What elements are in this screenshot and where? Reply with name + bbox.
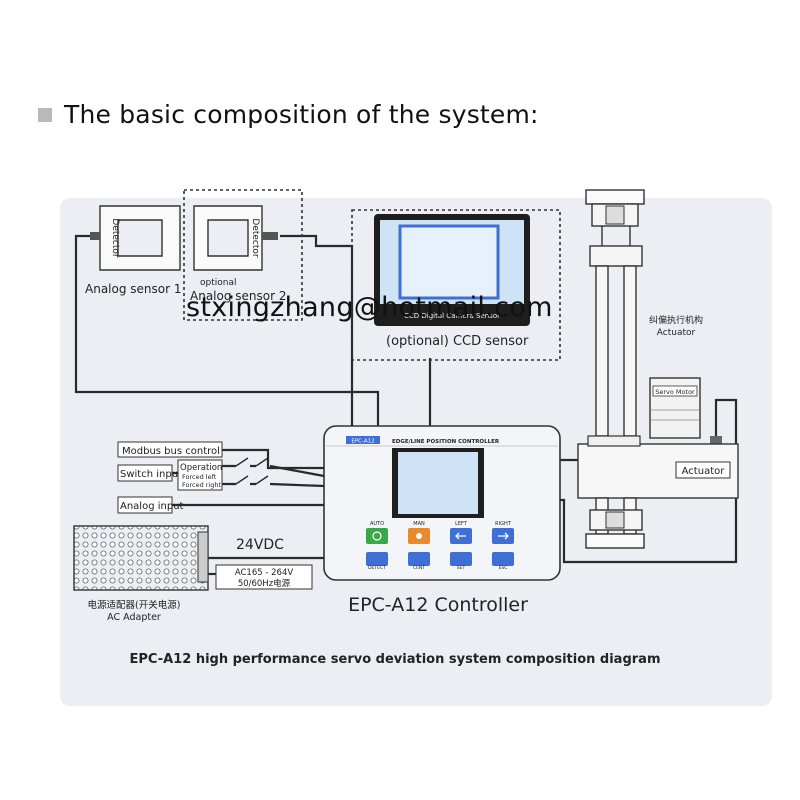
switch-input-label: Switch input [120, 469, 182, 480]
sensor-2-optional: optional [200, 278, 236, 288]
ac-line-1: AC165 - 264V [235, 568, 294, 578]
watermark-text: stxingzhang@hotmail.com [186, 292, 553, 323]
analog-sensor-1: Detector Analog sensor 1 [85, 205, 182, 296]
ccd-label: (optional) CCD sensor [386, 334, 529, 349]
actuator-cn-label: 纠偏执行机构 [649, 314, 703, 326]
controller: EPC-A12 EDGE/LINE POSITION CONTROLLER AU… [323, 425, 561, 616]
svg-text:DETECT: DETECT [368, 565, 386, 571]
svg-text:SET: SET [457, 565, 466, 571]
section-heading: The basic composition of the system: [38, 100, 539, 129]
ac-line-2: 50/60Hz电源 [238, 578, 291, 589]
svg-text:LEFT: LEFT [455, 521, 468, 527]
controller-button-auto: AUTO DETECT [366, 521, 388, 571]
controller-badge: EPC-A12 [351, 439, 374, 445]
switch-icon [235, 457, 269, 485]
hand-icon [416, 533, 422, 539]
heading-bullet-icon [38, 107, 52, 122]
sensor-2-tag: Detector [250, 218, 260, 258]
ac-adapter: 24VDC AC165 - 264V 50/60Hz电源 电源适配器(开关电源)… [73, 525, 313, 623]
sensor-1-label: Analog sensor 1 [85, 282, 182, 296]
actuator-en-label: Actuator [657, 328, 696, 338]
analog-sensor-2: Detector optional Analog sensor 2 [183, 189, 303, 321]
wiring [74, 234, 738, 576]
voltage-label: 24VDC [236, 537, 284, 553]
operation-label: Operation [180, 463, 222, 473]
arrow-left-icon [455, 532, 466, 540]
controller-label: EPC-A12 Controller [348, 594, 528, 616]
sensor-1-tag: Detector [110, 218, 120, 258]
svg-text:RIGHT: RIGHT [495, 521, 512, 527]
controller-button-right: RIGHT ESC [492, 521, 514, 571]
controller-button-left: LEFT SET [450, 521, 472, 571]
forced-left-label: Forced left [182, 473, 217, 481]
controller-header: EDGE/LINE POSITION CONTROLLER [392, 439, 500, 445]
svg-text:CENT: CENT [413, 565, 425, 571]
actuator-box-label: Actuator [682, 466, 726, 477]
actuator: 纠偏执行机构 Actuator Servo Motor Actuator [577, 189, 739, 549]
input-signals: Modbus bus control Switch input Operatio… [117, 441, 269, 514]
adapter-en-label: AC Adapter [107, 612, 161, 623]
arrow-right-icon [498, 532, 509, 540]
diagram-caption: EPC-A12 high performance servo deviation… [130, 652, 661, 667]
heading-text: The basic composition of the system: [64, 100, 539, 129]
ccd-screen-caption: CCD Digital Camera Sensor [404, 312, 500, 320]
svg-text:MAN: MAN [413, 521, 425, 527]
controller-button-man: MAN CENT [408, 521, 430, 571]
svg-text:AUTO: AUTO [370, 521, 384, 527]
ccd-sensor: CCD Digital Camera Sensor (optional) CCD… [351, 209, 561, 361]
servo-motor-label: Servo Motor [655, 388, 695, 396]
forced-right-label: Forced right [182, 481, 222, 489]
sensor-2-label: Analog sensor 2 [190, 289, 287, 303]
power-icon [372, 531, 382, 541]
svg-text:ESC: ESC [499, 565, 508, 571]
analog-input-label: Analog input [120, 501, 184, 512]
modbus-label: Modbus bus control [122, 446, 220, 457]
adapter-cn-label: 电源适配器(开关电源) [88, 599, 181, 611]
